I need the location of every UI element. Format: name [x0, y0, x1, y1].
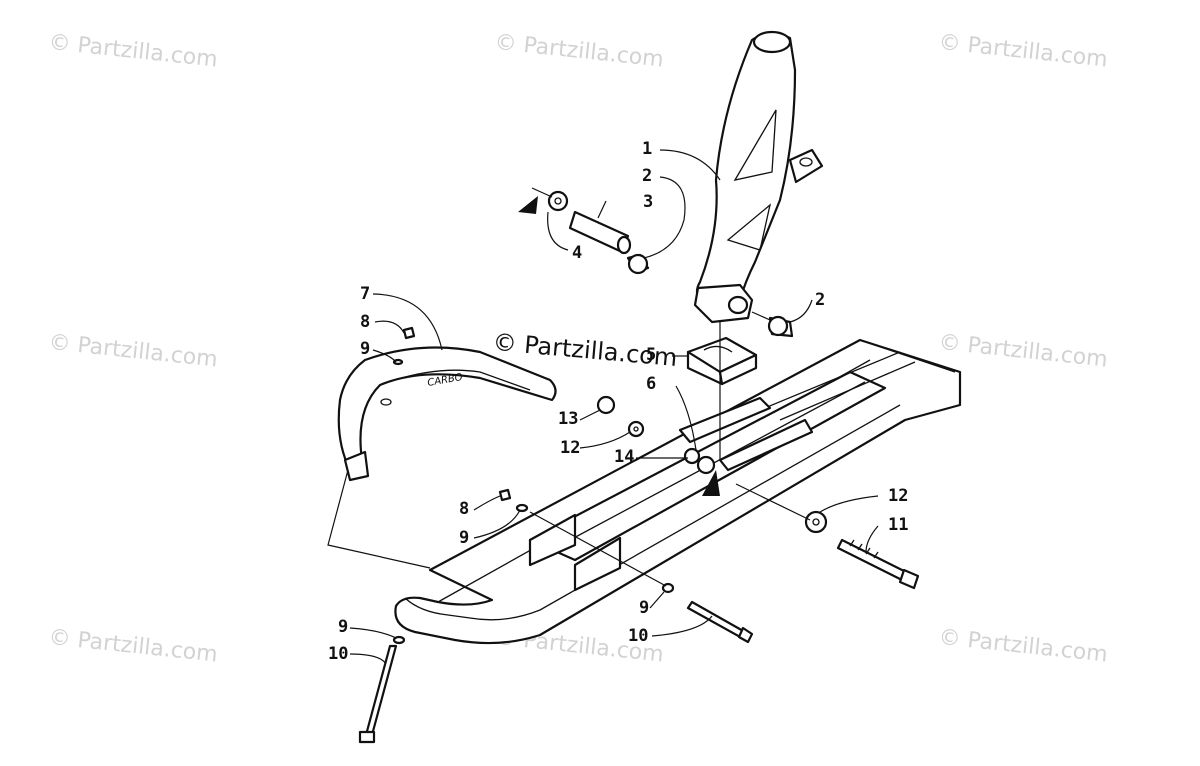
callout-5: 5 — [646, 345, 657, 365]
callout-10-right: 10 — [628, 626, 649, 646]
callout-2-right: 2 — [815, 290, 826, 310]
ski — [394, 338, 962, 645]
callout-12-left: 12 — [560, 438, 581, 458]
spindle-bolt-hardware — [596, 320, 721, 496]
callout-10-bottom: 10 — [328, 644, 349, 664]
callout-13: 13 — [558, 409, 579, 429]
callout-12-right: 12 — [888, 486, 909, 506]
callout-1: 1 — [642, 139, 653, 159]
leader-lines — [349, 149, 879, 665]
pivot-bushing-group — [518, 187, 794, 338]
pivot-arrow-icon — [518, 196, 538, 214]
callout-9-bottom: 9 — [338, 617, 349, 637]
ski-handle: CARBO — [327, 326, 557, 569]
callout-3: 3 — [643, 192, 654, 212]
callout-9-mid: 9 — [459, 528, 470, 548]
callout-8-top: 8 — [360, 312, 371, 332]
callout-4: 4 — [572, 243, 583, 263]
callout-11: 11 — [888, 515, 909, 535]
callout-14: 14 — [614, 447, 635, 467]
callout-6: 6 — [646, 374, 657, 394]
callout-9-top: 9 — [360, 339, 371, 359]
callout-7: 7 — [360, 284, 371, 304]
ski-bolts — [358, 483, 920, 744]
spindle-pad — [686, 336, 758, 386]
spindle — [693, 30, 824, 324]
callout-2-left: 2 — [642, 166, 653, 186]
bolt-arrow-icon — [702, 470, 720, 496]
callout-9-right: 9 — [639, 598, 650, 618]
callout-8-mid: 8 — [459, 499, 470, 519]
